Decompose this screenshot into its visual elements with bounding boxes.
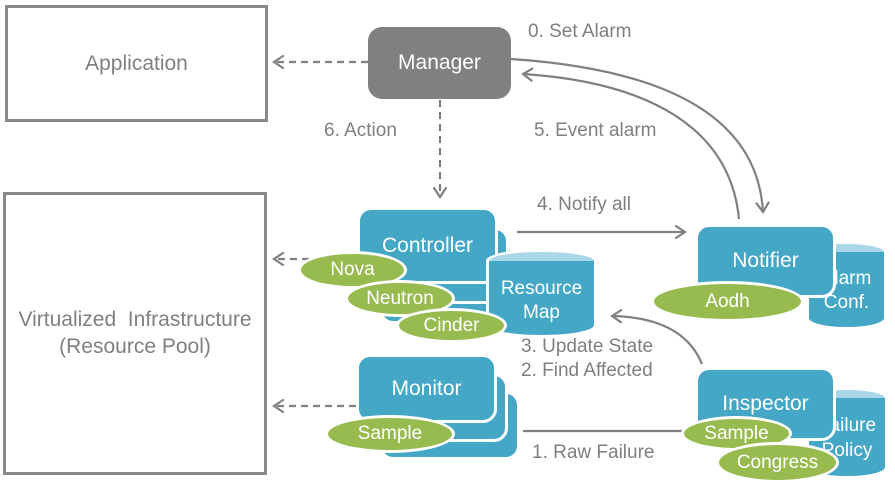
virtualized-infrastructure-box: Virtualized Infrastructure (Resource Poo… [3,192,267,475]
resource-map-cylinder: Resource Map [486,249,597,341]
controller-label: Controller [381,233,474,257]
nova-ellipse: Nova [298,251,407,289]
label-find-affected: 2. Find Affected [521,360,653,381]
cinder-label: Cinder [423,314,480,336]
label-action: 6. Action [324,120,397,141]
label-event-alarm: 5. Event alarm [534,120,657,141]
label-notify-all: 4. Notify all [537,194,631,215]
monitor-node: Monitor [356,354,497,423]
monitor-sample-ellipse: Sample [325,415,455,453]
aodh-label: Aodh [705,290,750,312]
nova-label: Nova [330,259,375,280]
infrastructure-label-line1: Virtualized Infrastructure [18,308,252,332]
cinder-ellipse: Cinder [396,308,507,343]
application-label: Application [85,51,188,75]
infrastructure-label-line2: (Resource Pool) [59,334,211,358]
arrow-event-alarm [521,67,741,220]
neutron-label: Neutron [366,287,434,309]
application-box: Application [5,5,268,122]
arrow-find-affected-update-state [610,309,704,365]
label-update-state: 3. Update State [521,336,654,357]
inspector-sample-label: Sample [704,422,769,444]
notifier-label: Notifier [732,249,799,272]
aodh-ellipse: Aodh [651,281,804,322]
arrow-set-alarm [510,57,770,214]
congress-label: Congress [736,451,819,473]
label-raw-failure: 1. Raw Failure [532,442,655,463]
manager-node: Manager [368,27,511,99]
monitor-label: Monitor [391,376,462,400]
alarm-conf-label-line2: Conf. [823,292,870,313]
label-set-alarm: 0. Set Alarm [528,21,632,42]
resource-map-label-line1: Resource [500,277,583,299]
inspector-label: Inspector [722,392,809,415]
manager-label: Manager [398,51,481,74]
resource-map-label-line2: Map [523,302,560,323]
monitor-sample-label: Sample [357,423,423,444]
congress-ellipse: Congress [716,442,839,483]
